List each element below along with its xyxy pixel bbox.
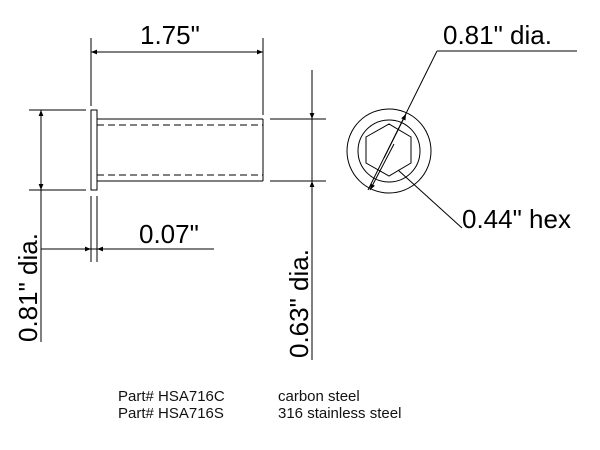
hex-label: 0.44" hex — [462, 204, 571, 234]
part-row: Part# HSA716C carbon steel — [118, 388, 401, 405]
flange-dia-dimension — [29, 109, 86, 342]
length-dimension — [90, 38, 264, 115]
hex-leader — [397, 169, 463, 229]
hex-socket — [365, 123, 412, 177]
part-number: Part# HSA716C — [118, 388, 225, 405]
flange-thickness-label: 0.07" — [139, 219, 199, 249]
outer-circle — [346, 108, 432, 194]
length-label: 1.75" — [140, 20, 200, 50]
parts-list: Part# HSA716C carbon steel Part# HSA716S… — [118, 388, 401, 422]
outer-dia-label: 0.81" dia. — [443, 20, 552, 50]
flange-dia-label: 0.81" dia. — [13, 233, 43, 342]
end-view — [346, 108, 432, 194]
flange-outline — [90, 109, 98, 191]
inner-circle — [357, 119, 421, 183]
side-view — [90, 109, 264, 191]
outer-dia-leader — [367, 50, 577, 191]
shaft-dia-dimension — [270, 70, 326, 360]
part-material: carbon steel — [278, 388, 360, 405]
shaft-dia-label: 0.63" dia. — [284, 249, 314, 358]
flange-thickness-dimension — [41, 196, 214, 262]
part-row: Part# HSA716S 316 stainless steel — [118, 405, 401, 422]
part-material: 316 stainless steel — [278, 405, 402, 422]
part-number: Part# HSA716S — [118, 405, 224, 422]
